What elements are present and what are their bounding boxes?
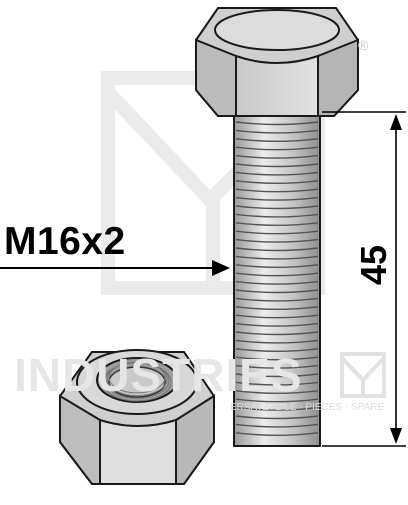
thread-ridge	[235, 205, 319, 210]
thread-ridge	[235, 264, 319, 268]
bolt-head	[195, 7, 359, 117]
thread-leader-arrow	[0, 260, 230, 276]
thread-ridge	[235, 146, 319, 151]
thread-ridge	[235, 163, 319, 168]
thread-ridge	[235, 272, 319, 277]
thread-spec-label: M16x2	[4, 220, 126, 263]
thread-ridge	[235, 364, 319, 369]
thread-ridge	[235, 129, 319, 134]
thread-ridge	[235, 247, 319, 252]
watermark-sub-text: ERSATZTEILE · PIECES · SPARE	[230, 402, 385, 413]
thread-ridge	[235, 390, 319, 394]
thread-ridge	[235, 222, 319, 226]
nut-threads	[102, 361, 172, 402]
thread-ridge	[235, 381, 319, 386]
watermark-brand-text: INDUSTRIES	[14, 349, 303, 401]
thread-ridge	[235, 348, 319, 352]
length-dimension	[322, 111, 406, 447]
bolt-threads	[235, 121, 319, 436]
thread-ridge	[235, 289, 319, 294]
nut-thread-ring	[108, 361, 166, 394]
thread-ridge	[235, 423, 319, 428]
thread-ridge	[235, 255, 319, 260]
registered-mark: ®	[358, 37, 369, 53]
thread-ridge	[235, 180, 319, 184]
watermark-small-logo	[340, 352, 386, 398]
thread-ridge	[235, 280, 319, 285]
thread-ridge	[235, 238, 319, 243]
thread-ridge	[235, 398, 319, 403]
bolt-shank	[233, 111, 321, 447]
thread-ridge	[235, 356, 319, 361]
thread-ridge	[235, 213, 319, 218]
thread-ridge	[235, 322, 319, 327]
thread-ridge	[235, 415, 319, 420]
thread-ridge	[235, 406, 319, 411]
thread-ridge	[235, 314, 319, 319]
thread-ridge	[235, 196, 319, 201]
thread-ridge	[235, 171, 319, 176]
thread-ridge	[235, 154, 319, 159]
thread-ridge	[235, 188, 319, 193]
thread-ridge	[235, 138, 319, 142]
thread-ridge	[235, 432, 319, 436]
thread-ridge	[235, 230, 319, 235]
thread-ridge	[235, 331, 319, 336]
thread-ridge	[235, 339, 319, 344]
length-label: 45	[353, 244, 394, 286]
hex-nut	[59, 349, 215, 485]
thread-ridge	[235, 297, 319, 302]
thread-ridge	[235, 373, 319, 378]
thread-ridge	[235, 306, 319, 310]
thread-ridge	[235, 121, 319, 126]
